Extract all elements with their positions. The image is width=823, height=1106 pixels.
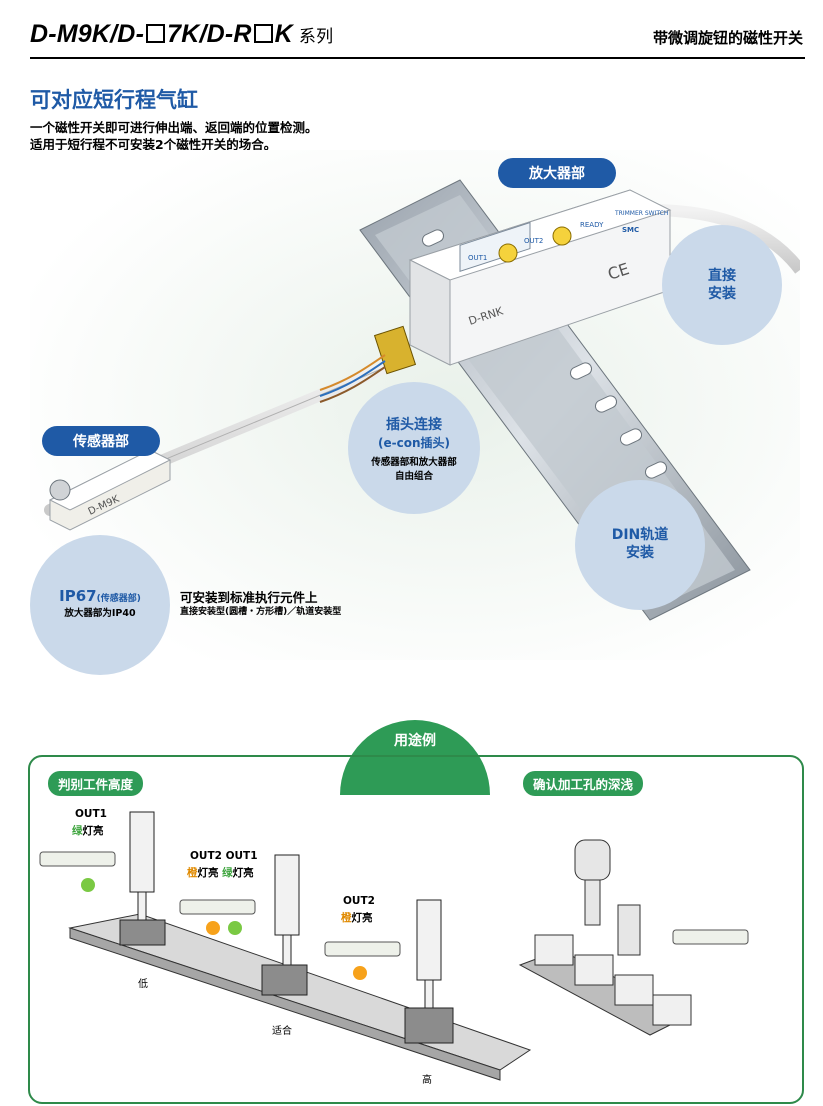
case3-led-text: 橙灯亮 [341,910,373,925]
amp-trimmer-label: TRIMMER SWITCH [614,210,668,217]
case3-led-color: 橙 [341,912,352,924]
trimmer-panel [459,221,531,272]
header-subtitle: 带微调旋钮的磁性开关 [652,29,803,47]
connector-subtitle: (e-con插头) [378,436,450,450]
height-low-label: 低 [138,979,148,990]
workpiece-high [404,1007,454,1044]
height-mid-label: 适合 [272,1026,292,1037]
case1-led-text: 绿灯亮 [72,823,104,838]
din-bubble: DIN轨道 安装 [575,480,705,610]
sensor-label: 传感器部 [42,426,160,456]
applications-drawing [39,811,749,1081]
hole-depth-label: 确认加工孔的深浅 [523,771,644,796]
case2-mid: 灯亮 [197,867,223,879]
section-desc-1: 一个磁性开关即可进行伸出端、返回端的位置检测。 [30,120,318,135]
title-part-2: 7K/D-R [167,20,252,48]
case2-out-label: OUT2 OUT1 [190,850,258,862]
ip67-line: IP67(传感器部) [30,535,170,605]
case3-suffix: 灯亮 [351,912,373,924]
product-illustration: OUT1 OUT2 READY TRIMMER SWITCH SMC D-RNK… [30,150,805,675]
din-text: DIN轨道 安装 [611,527,669,561]
title-part-3: K [274,20,293,48]
standard-actuator-title: 可安装到标准执行元件上 [180,590,318,605]
case2-led2-color: 绿 [222,867,233,879]
case2-led1-color: 橙 [187,867,198,879]
square-glyph [253,24,273,43]
height-detection-label: 判别工件高度 [48,771,144,796]
orange-led [353,966,367,980]
orange-led [206,921,220,935]
ip40-text: 放大器部为IP40 [64,608,136,619]
conveyor-beam-side [69,927,501,1081]
amp-brand-label: SMC [622,226,639,234]
connector-desc-1: 传感器部和放大器部 [371,457,457,468]
work-boxes [534,934,692,1026]
amp-ready-label: READY [580,221,604,229]
sensor-top [48,449,172,511]
connector-wire-brown [319,366,386,403]
rail-holes [421,229,668,479]
case2-led-text: 橙灯亮 绿灯亮 [187,865,254,880]
amp-out2-label: OUT2 [524,237,543,245]
title-part-1: D-M9K/D- [30,20,145,48]
section-desc-2: 适用于短行程不可安装2个磁性开关的场合。 [30,137,277,152]
header-rule [30,57,805,59]
amplifier-cable [649,204,805,274]
cylinders [129,811,442,1009]
connector-desc-2: 自由组合 [394,471,433,482]
case2-suffix: 灯亮 [232,867,254,879]
amp-out1-label: OUT1 [468,254,487,262]
connector-bubble: 插头连接 (e-con插头) 传感器部和放大器部 自由组合 [348,382,480,514]
trimmer-knob-1 [498,243,518,263]
series-label: 系列 [298,27,334,47]
green-led [228,921,242,935]
connector-title: 插头连接 [386,417,442,433]
drill-unit [574,839,641,956]
section-title: 可对应短行程气缸 [30,88,198,112]
standard-actuator-desc: 直接安装型(圆槽・方形槽)／轨道安装型 [180,607,342,617]
square-glyph [146,24,166,43]
direct-mount-bubble: 直接 安装 [662,225,782,345]
case1-suffix: 灯亮 [82,825,104,837]
amplifier-label: 放大器部 [498,158,616,188]
applications-box [28,755,804,1104]
workpiece-mid [261,964,308,996]
ip67-note: (传感器部) [96,594,141,604]
amplifier-units [39,851,749,957]
case3-out-label: OUT2 [343,895,375,907]
direct-mount-text: 直接 安装 [708,268,736,302]
ip67-text: IP67 [59,587,97,605]
workpiece-low [119,919,166,946]
ip67-bubble: IP67(传感器部) 放大器部为IP40 [30,535,170,675]
applications-tab-label: 用途例 [394,733,436,749]
connector-wire-orange [319,354,386,391]
height-high-label: 高 [422,1075,432,1086]
sensor-screw [49,479,71,501]
case1-led-color: 绿 [72,825,83,837]
connector-wire-blue [319,360,386,397]
green-led [81,878,95,892]
trimmer-knob-2 [552,226,572,246]
amplifier-end [409,259,451,366]
case1-out-label: OUT1 [75,808,107,820]
